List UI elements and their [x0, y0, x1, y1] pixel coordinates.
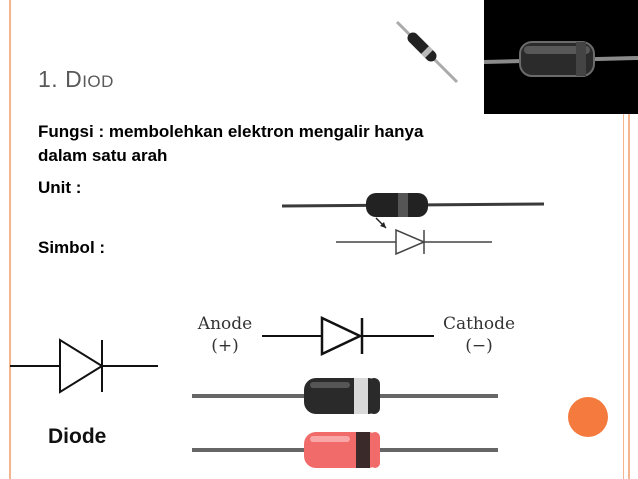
- frame-right-line: [628, 0, 630, 479]
- glass-diode-photo: [483, 0, 638, 114]
- title-prefix: 1. D: [38, 66, 83, 92]
- glass-diode-image: [483, 41, 638, 77]
- angled-diode-image: [395, 20, 459, 84]
- cathode-sign: (−): [465, 336, 493, 356]
- frame-left-line: [9, 0, 11, 479]
- anode-cathode-symbol: [262, 316, 434, 356]
- anode-text: Anode: [197, 314, 253, 334]
- anode-label: Anode (+): [190, 313, 260, 357]
- function-text: Fungsi : membolehkan elektron mengalir h…: [38, 120, 423, 168]
- anode-sign: (+): [211, 336, 239, 356]
- cathode-label: Cathode (−): [436, 313, 522, 357]
- title-rest: IOD: [82, 72, 114, 91]
- unit-label: Unit :: [38, 178, 82, 197]
- unit-diode-image: [281, 193, 545, 217]
- black-diode-image: [192, 378, 498, 414]
- diode-caption: Diode: [48, 425, 107, 448]
- symbol-label: Simbol :: [38, 238, 106, 257]
- frame-right-line-inner: [623, 114, 624, 479]
- accent-dot: [568, 397, 608, 437]
- cathode-text: Cathode: [442, 314, 516, 334]
- red-diode-image: [192, 432, 498, 468]
- big-diode-symbol: [10, 338, 158, 394]
- unit-diode-symbol: [336, 217, 492, 256]
- function-line-2: dalam satu arah: [38, 146, 168, 165]
- slide-title: 1. DIOD: [38, 66, 114, 93]
- function-line-1: Fungsi : membolehkan elektron mengalir h…: [38, 122, 424, 141]
